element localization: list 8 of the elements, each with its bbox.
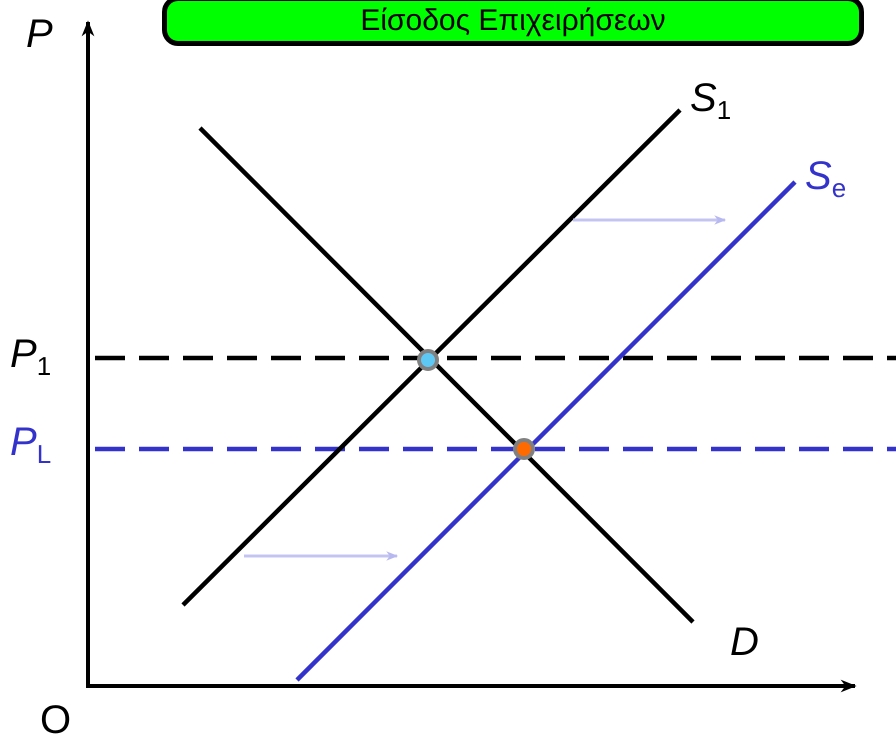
- price-label: P$_{1}$: [10, 334, 52, 379]
- axis-label: P: [26, 14, 53, 54]
- price-label: P$_{L}$: [10, 422, 52, 467]
- curve-label: S$_{e}$: [805, 156, 846, 201]
- title-banner: Είσοδος Επιχειρήσεων: [162, 0, 864, 46]
- curve-label: D: [730, 622, 759, 662]
- origin-label: O: [40, 700, 72, 740]
- curve-label: S$_{1}$: [690, 78, 732, 123]
